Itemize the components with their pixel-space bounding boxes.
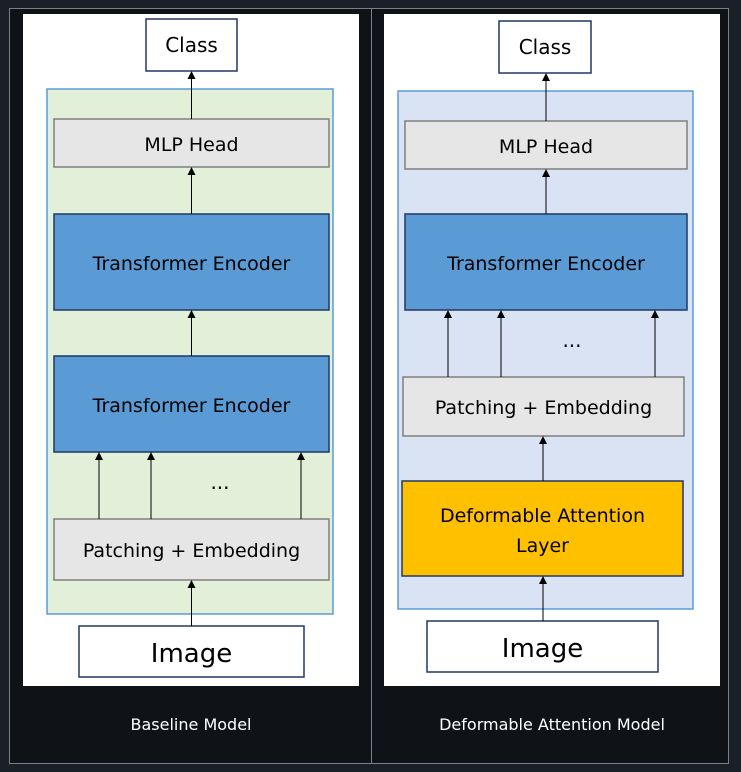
class-box bbox=[498, 20, 592, 74]
deformable-panel: Class MLP Head Transformer Encoder ... P… bbox=[384, 14, 720, 686]
class-label: Class bbox=[519, 35, 572, 59]
deformable-attention-label-line1: Deformable Attention bbox=[440, 505, 645, 527]
mlp-head-box bbox=[404, 120, 688, 170]
deformable-diagram: Class MLP Head Transformer Encoder ... P… bbox=[397, 20, 694, 673]
mlp-head-label: MLP Head bbox=[499, 136, 593, 158]
baseline-panel: Class MLP Head Transformer Encoder Trans… bbox=[23, 14, 359, 686]
panel-divider bbox=[371, 8, 372, 764]
deformable-attention-label-line2: Layer bbox=[516, 535, 569, 557]
transformer-encoder-top-label: Transformer Encoder bbox=[92, 253, 291, 275]
patching-embedding-box bbox=[402, 376, 685, 437]
class-label: Class bbox=[165, 33, 218, 57]
token-ellipsis: ... bbox=[210, 470, 229, 494]
baseline-diagram: Class MLP Head Transformer Encoder Trans… bbox=[46, 18, 334, 678]
baseline-caption: Baseline Model bbox=[130, 715, 252, 734]
deformable-caption: Deformable Attention Model bbox=[439, 715, 665, 734]
transformer-encoder-top-box bbox=[53, 213, 330, 311]
transformer-encoder-bottom-label: Transformer Encoder bbox=[92, 395, 291, 417]
mlp-head-label: MLP Head bbox=[144, 134, 238, 156]
transformer-encoder-bottom-box bbox=[53, 355, 330, 453]
patching-embedding-label: Patching + Embedding bbox=[435, 397, 652, 419]
mlp-head-box bbox=[53, 118, 330, 168]
image-box bbox=[78, 625, 305, 678]
patching-embedding-label: Patching + Embedding bbox=[83, 540, 300, 562]
token-ellipsis: ... bbox=[562, 328, 581, 352]
image-box bbox=[426, 620, 659, 673]
transformer-encoder-box bbox=[404, 213, 688, 311]
image-label: Image bbox=[502, 634, 583, 664]
deformable-attention-layer-box bbox=[401, 480, 684, 577]
image-label: Image bbox=[151, 639, 232, 669]
transformer-encoder-label: Transformer Encoder bbox=[446, 253, 645, 275]
